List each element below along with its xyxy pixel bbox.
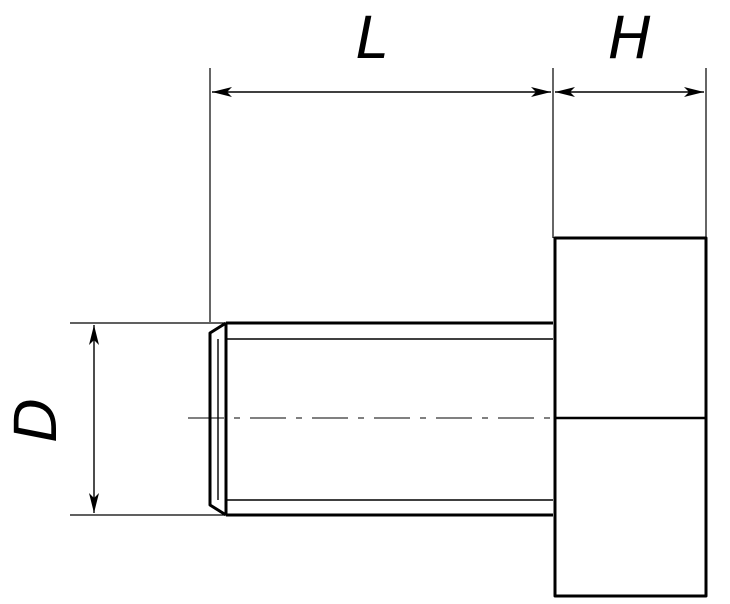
extension-lines: [70, 68, 707, 516]
screw-body: [208, 236, 708, 598]
diameter-label: D: [2, 398, 70, 443]
head-height-label: H: [608, 4, 652, 72]
dimension-lines: [89, 87, 704, 513]
length-label: L: [356, 4, 388, 72]
shank-outline: [208, 321, 553, 517]
